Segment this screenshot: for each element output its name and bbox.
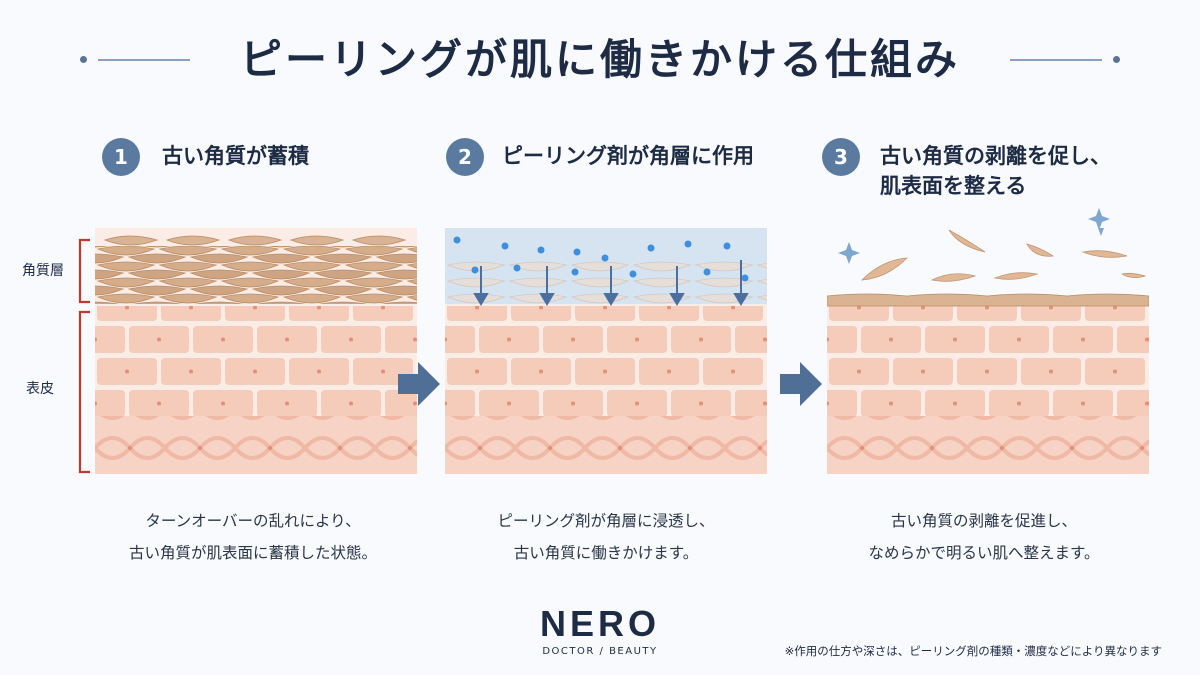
step-2-label: ピーリング剤が角層に作用 (502, 144, 754, 168)
title-row: ピーリングが肌に働きかける仕組み (0, 30, 1200, 90)
peeling-agent-dots (453, 236, 749, 282)
step-2-caption: ピーリング剤が角層に浸透し、 古い角質に働きかけます。 (436, 505, 776, 569)
lifting-flakes (860, 229, 1147, 282)
title-deco-line-right (1010, 59, 1102, 61)
footnote: ※作用の仕方や深さは、ピーリング剤の種類・濃度などにより異なります (784, 644, 1162, 658)
logo-name: NERO (539, 603, 660, 644)
flow-arrow-2 (780, 362, 822, 406)
title-deco-line-left (98, 59, 190, 61)
step-1-caption-line-2: 古い角質が肌表面に蓄積した状態。 (128, 544, 377, 562)
title-deco-dot-left (80, 56, 87, 63)
page-title: ピーリングが肌に働きかける仕組み (239, 35, 960, 84)
step-3-number: 3 (822, 138, 860, 176)
logo-tagline: DOCTOR / BEAUTY (542, 646, 658, 657)
layer-bracket (78, 238, 90, 474)
step-2-caption-line-2: 古い角質に働きかけます。 (513, 544, 699, 562)
title-deco-dot-right (1113, 56, 1120, 63)
epidermis-label: 表皮 (26, 381, 54, 397)
panel-3-skin-illustration (827, 228, 1149, 474)
step-2-number: 2 (446, 138, 484, 176)
panel-1-skin-illustration (95, 228, 417, 474)
step-2-header: 2 ピーリング剤が角層に作用 (446, 138, 754, 176)
penetration-arrows (473, 260, 749, 306)
step-3-caption-line-2: なめらかで明るい肌へ整えます。 (868, 544, 1100, 562)
sparkle-icon-2 (1088, 208, 1110, 230)
step-3-caption: 古い角質の剥離を促進し、 なめらかで明るい肌へ整えます。 (814, 505, 1154, 569)
step-1-header: 1 古い角質が蓄積 (102, 138, 309, 176)
step-3-header: 3 古い角質の剥離を促し、 肌表面を整える (822, 138, 1111, 201)
sparkle-icon (838, 228, 1104, 264)
stratum-corneum-label: 角質層 (22, 263, 64, 279)
brand-logo: NERO DOCTOR / BEAUTY (530, 603, 670, 658)
step-3-caption-line-1: 古い角質の剥離を促進し、 (890, 512, 1077, 530)
flow-arrow-1 (398, 362, 440, 406)
step-1-caption-line-1: ターンオーバーの乱れにより、 (145, 512, 361, 530)
panel-1-top-flakes (103, 235, 407, 246)
panel-2-skin-illustration (445, 228, 767, 474)
step-1-label: 古い角質が蓄積 (162, 144, 309, 168)
step-1-number: 1 (102, 138, 140, 176)
step-1-caption: ターンオーバーの乱れにより、 古い角質が肌表面に蓄積した状態。 (83, 505, 423, 569)
step-2-caption-line-1: ピーリング剤が角層に浸透し、 (497, 512, 715, 530)
step-3-label: 古い角質の剥離を促し、 肌表面を整える (880, 144, 1111, 198)
